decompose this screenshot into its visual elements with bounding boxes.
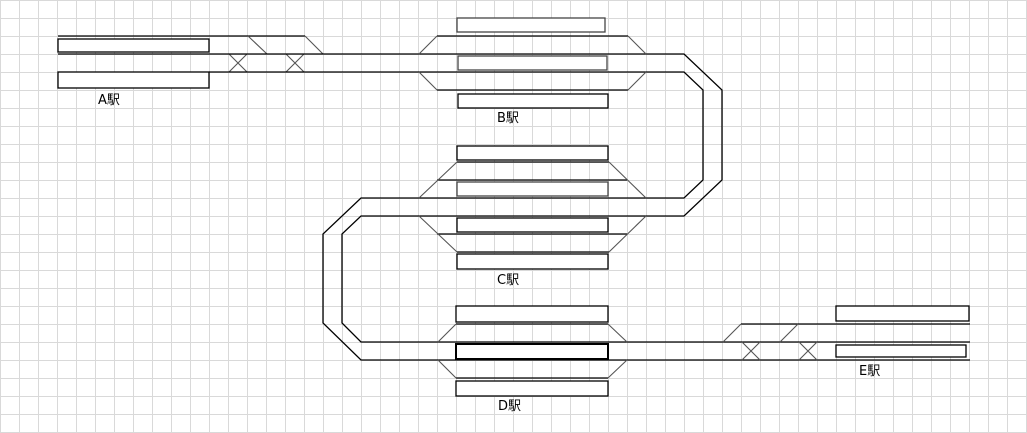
platform-b-3 bbox=[457, 93, 609, 109]
crossovers-e bbox=[741, 341, 818, 361]
station-label-d: D駅 bbox=[498, 399, 522, 414]
platform-a-2 bbox=[57, 71, 210, 89]
main-track-outer bbox=[58, 53, 970, 343]
station-b bbox=[418, 17, 647, 109]
switches-a bbox=[247, 35, 324, 55]
station-label-b: B駅 bbox=[497, 111, 519, 126]
station-c bbox=[418, 145, 647, 270]
platform-c-2 bbox=[456, 181, 609, 197]
platform-c-4 bbox=[456, 253, 609, 270]
tracks-b-sidings bbox=[437, 35, 628, 91]
switches-d bbox=[437, 323, 628, 379]
station-label-a: A駅 bbox=[98, 93, 120, 108]
station-label-e: E駅 bbox=[859, 364, 881, 379]
station-e bbox=[722, 305, 970, 361]
platform-e-1 bbox=[835, 305, 970, 322]
station-a bbox=[57, 35, 324, 89]
platform-e-2 bbox=[835, 344, 967, 358]
platform-b-1 bbox=[456, 17, 606, 33]
switches-e bbox=[722, 323, 799, 343]
platform-c-3 bbox=[456, 217, 609, 233]
platform-a-1 bbox=[57, 38, 210, 53]
switches-c bbox=[418, 161, 647, 253]
tracks-d-sidings bbox=[456, 323, 608, 379]
crossovers-a bbox=[228, 53, 305, 73]
platform-c-1 bbox=[456, 145, 609, 161]
switches-b bbox=[418, 35, 647, 91]
platform-d-3 bbox=[455, 380, 609, 397]
station-label-c: C駅 bbox=[497, 273, 520, 288]
tracks-c-sidings bbox=[437, 161, 627, 253]
main-track-inner bbox=[209, 71, 970, 361]
station-d bbox=[437, 305, 628, 397]
platform-d-2 bbox=[455, 343, 609, 360]
platform-b-2 bbox=[457, 55, 608, 71]
platform-d-1 bbox=[455, 305, 609, 323]
